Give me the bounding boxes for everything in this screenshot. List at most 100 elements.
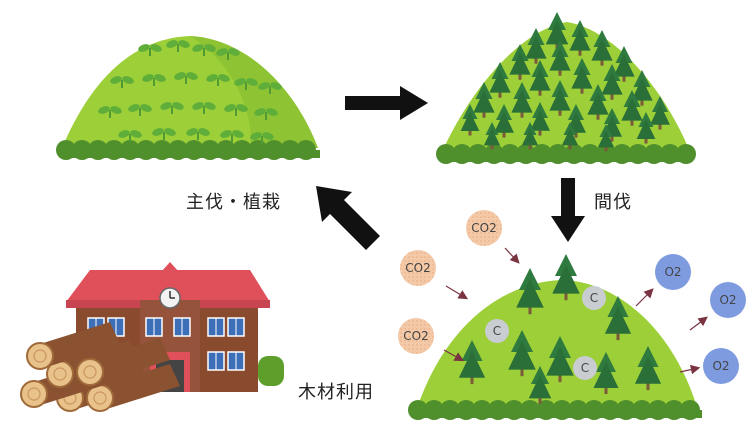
seedling-icon [234, 78, 258, 90]
arrow-down [551, 178, 585, 242]
tree-icon [601, 64, 623, 100]
tree-icon [549, 40, 571, 76]
svg-text:C: C [581, 361, 589, 375]
seedling-icon [138, 44, 162, 56]
tree-icon [525, 28, 547, 64]
tree-icon [546, 336, 574, 383]
tree-icon [458, 340, 486, 385]
tree-icon [571, 58, 593, 94]
tree-icon [516, 268, 544, 315]
hill-with-dense-forest [436, 12, 696, 164]
seedling-icon [250, 132, 274, 144]
flow-arrow [689, 316, 708, 331]
svg-text:C: C [590, 291, 598, 305]
tree-icon [552, 254, 580, 301]
tree-icon [631, 70, 653, 106]
tree-icon [613, 46, 635, 82]
seedling-icon [192, 102, 216, 114]
tree-icon [591, 30, 613, 66]
co2-bubble: CO2 [466, 210, 502, 246]
tree-icon [593, 352, 619, 394]
seedling-icon [224, 104, 248, 116]
hill-with-thinned-forest [408, 254, 702, 420]
seedling-icon [98, 106, 122, 118]
seedling-icon [216, 48, 240, 60]
arrow-up-left [316, 186, 380, 250]
flow-arrow [445, 285, 469, 300]
label-timber-use: 木材利用 [298, 382, 374, 403]
carbon-bubble: C [582, 286, 606, 310]
seedling-icon [128, 104, 152, 116]
tree-icon [489, 62, 511, 98]
tree-icon [636, 112, 656, 144]
log-icon [26, 322, 120, 370]
tree-icon [528, 366, 552, 404]
tree-icon [521, 122, 539, 150]
flow-arrow [504, 247, 520, 264]
tree-icon [483, 122, 501, 150]
svg-text:C: C [493, 324, 501, 338]
label-replant: 主伐・植栽 [186, 192, 281, 213]
dense-trees [460, 12, 670, 152]
tree-icon [634, 346, 662, 391]
seedling-icon [192, 44, 216, 56]
tree-icon [509, 44, 531, 80]
carbon-bubble: C [485, 319, 509, 343]
flow-arrow [635, 288, 654, 307]
tree-icon [473, 82, 495, 118]
seedling-icon [206, 74, 230, 86]
seedling-icon [220, 130, 244, 142]
svg-text:O2: O2 [712, 359, 729, 373]
seedling-icon [186, 128, 210, 140]
svg-text:O2: O2 [719, 293, 736, 307]
timber-logs [20, 322, 180, 412]
tree-icon [529, 60, 551, 96]
log-icon [76, 338, 170, 386]
o2-bubble: O2 [655, 254, 691, 290]
svg-text:O2: O2 [664, 265, 681, 279]
co2-bubble: CO2 [400, 250, 436, 286]
arrow-right [345, 86, 428, 120]
bush-row-2 [436, 144, 696, 164]
seedling-icon [258, 82, 282, 94]
label-thinning: 間伐 [594, 192, 632, 213]
o2-bubble: O2 [703, 348, 739, 384]
seedling-icon [160, 102, 184, 114]
carbon-bubble: C [573, 356, 597, 380]
seedlings [98, 40, 282, 144]
seedling-icon [142, 74, 166, 86]
flow-arrow [443, 349, 465, 362]
tree-icon [494, 104, 514, 138]
svg-text:CO2: CO2 [471, 221, 496, 235]
bush-row-1 [56, 140, 320, 160]
tree-icon [460, 104, 480, 136]
svg-text:CO2: CO2 [403, 329, 428, 343]
tree-icon [604, 296, 632, 341]
flow-arrow [679, 364, 701, 375]
seedling-icon [174, 72, 198, 84]
svg-text:CO2: CO2 [405, 261, 430, 275]
tree-icon [511, 82, 533, 118]
thinned-trees [458, 254, 662, 404]
tree-icon [621, 90, 643, 126]
tree-icon [650, 96, 670, 130]
o2-bubble: O2 [710, 282, 746, 318]
seedling-icon [254, 108, 278, 120]
bush-row-3 [408, 400, 702, 420]
tree-icon [561, 122, 579, 150]
tree-icon [587, 84, 609, 120]
tree-icon [569, 20, 591, 56]
tree-icon [530, 102, 550, 136]
seedling-icon [118, 130, 142, 142]
co2-bubble: CO2 [398, 318, 434, 354]
tree-icon [597, 124, 615, 152]
tree-icon [508, 330, 536, 377]
seedling-icon [152, 128, 176, 140]
seedling-icon [166, 40, 190, 52]
hill-with-seedlings [56, 36, 320, 160]
seedling-icon [110, 76, 134, 88]
tree-icon [549, 80, 571, 116]
